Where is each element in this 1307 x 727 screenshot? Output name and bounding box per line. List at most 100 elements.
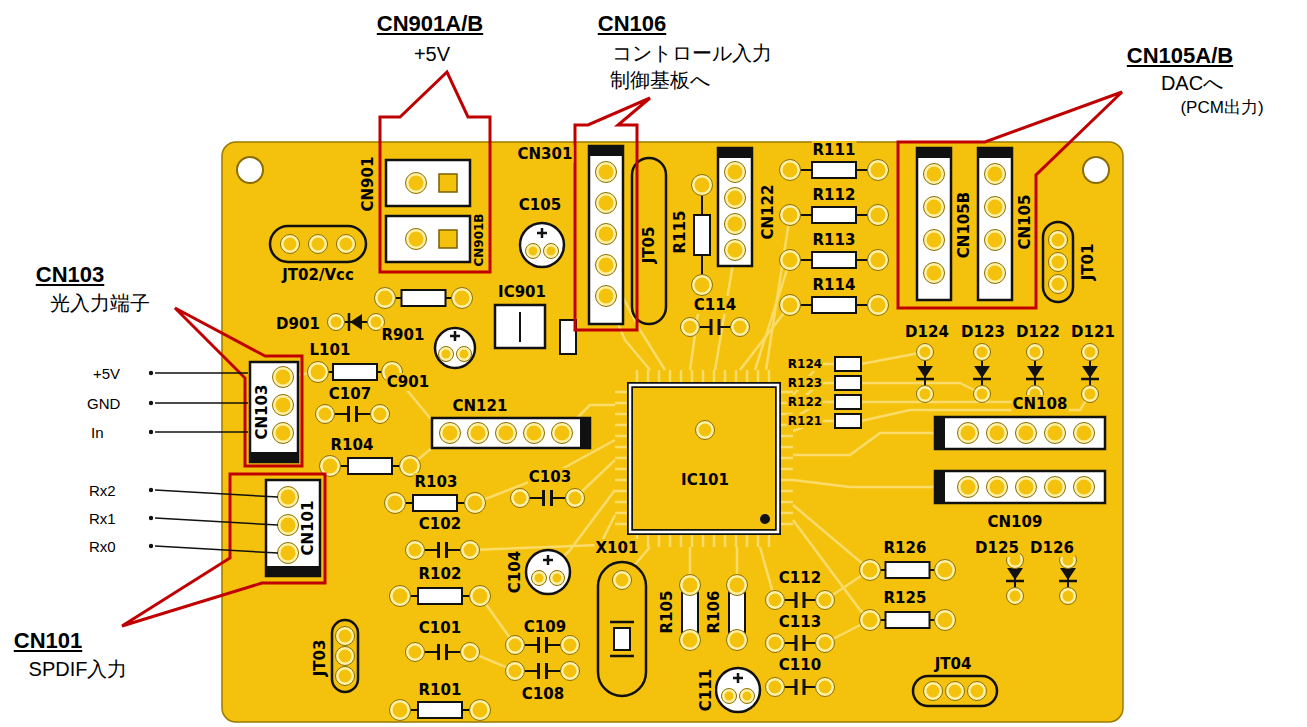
solder-pad-rim — [917, 344, 934, 361]
solder-pad-rim — [924, 230, 945, 251]
solder-pad — [1046, 424, 1064, 442]
solder-pad — [391, 587, 409, 605]
solder-pad-rim — [596, 255, 617, 276]
leader-line — [155, 518, 278, 525]
mounting-hole — [1083, 157, 1109, 183]
diode-bar — [1081, 378, 1099, 381]
solder-pad — [728, 576, 746, 594]
resistor-body — [418, 702, 462, 718]
solder-pad-rim — [470, 700, 491, 721]
copper-trace — [470, 515, 615, 550]
solder-pad — [918, 345, 932, 359]
solder-pad — [407, 230, 425, 248]
solder-pad-rim — [985, 263, 1006, 284]
solder-pad — [279, 516, 297, 534]
solder-pad — [507, 637, 523, 653]
solder-pad — [947, 683, 963, 699]
pin1-marker — [718, 148, 752, 158]
ic-outline — [630, 385, 778, 532]
smd-resistor — [835, 376, 861, 390]
solder-pad — [986, 198, 1004, 216]
part-label: C114 — [693, 296, 737, 314]
capacitor-plate — [545, 663, 548, 679]
connector-outline — [386, 216, 470, 262]
solder-pad-rim — [461, 643, 480, 662]
connector-outline — [935, 417, 1105, 449]
solder-pad — [466, 494, 484, 512]
diode-bar — [973, 378, 991, 381]
solder-pad — [407, 542, 423, 558]
solder-pad — [1008, 589, 1022, 603]
solder-pad-rim — [860, 560, 881, 581]
part-label: R125 — [883, 589, 928, 607]
capacitor-plate — [550, 490, 553, 506]
resistor-body — [812, 297, 856, 313]
copper-trace — [861, 352, 925, 364]
leader-line — [155, 490, 278, 497]
part-label: R113 — [812, 231, 857, 249]
connector-outline — [266, 480, 320, 576]
solder-pad — [767, 679, 783, 695]
solder-pad — [869, 161, 887, 179]
solder-pad-rim — [727, 575, 748, 596]
solder-pad-rim — [692, 175, 713, 196]
connector-outline — [386, 160, 470, 206]
solder-pad-rim — [281, 235, 300, 254]
part-label: JT03 — [311, 639, 329, 678]
solder-pad — [925, 264, 943, 282]
solder-pad-rim — [725, 240, 746, 261]
pin-name: Rx0 — [88, 538, 117, 555]
solder-pad — [1028, 345, 1042, 359]
callout-title: CN901A/B — [377, 11, 483, 37]
part-label: R122 — [787, 395, 823, 409]
solder-pad-rim — [731, 318, 750, 337]
solder-pad — [959, 424, 977, 442]
solder-pad-rim — [273, 395, 294, 416]
solder-pad — [372, 406, 388, 422]
solder-pad — [471, 701, 489, 719]
polarity-mark — [450, 331, 460, 341]
solder-pad — [527, 245, 539, 257]
solder-pad — [936, 611, 954, 629]
solder-pad — [376, 289, 394, 307]
solder-pad-rim — [985, 197, 1006, 218]
solder-pad — [453, 289, 471, 307]
diode-bar — [916, 378, 934, 381]
diode-symbol — [1007, 568, 1023, 580]
solder-pad-rim — [766, 678, 785, 697]
solder-pad — [310, 236, 326, 252]
part-label: JT02/Vcc — [281, 266, 355, 284]
solder-pad — [681, 576, 699, 594]
solder-pad-rim — [987, 423, 1008, 444]
solder-pad-rim — [390, 700, 411, 721]
pin1-marker — [935, 471, 945, 503]
solder-pad — [597, 287, 615, 305]
capacitor-plate — [445, 644, 448, 660]
resistor-body — [418, 588, 462, 604]
solder-pad — [817, 679, 833, 695]
part-label: CN103 — [253, 384, 271, 441]
part-label: JT01 — [1079, 243, 1097, 282]
mounting-hole — [237, 157, 263, 183]
electrolytic-capacitor — [520, 223, 564, 267]
solder-pad — [681, 631, 699, 649]
solder-pad-rim — [681, 318, 700, 337]
solder-pad-rim — [1045, 423, 1066, 444]
solder-pad-rim — [561, 636, 580, 655]
solder-pad-rim — [692, 275, 713, 296]
polarity-mark — [733, 673, 743, 683]
solder-pad-rim — [780, 295, 801, 316]
solder-pad-rim — [816, 678, 835, 697]
solder-pad — [925, 165, 943, 183]
pin1-marker — [917, 148, 951, 158]
solder-pad — [726, 241, 744, 259]
solder-pad — [726, 215, 744, 233]
callout-note: DACへ — [1161, 70, 1223, 97]
pin1-marker — [935, 417, 945, 449]
part-label: C108 — [521, 685, 565, 703]
solder-pad-rim — [506, 662, 525, 681]
solder-pad-rim — [946, 682, 965, 701]
connector-outline — [432, 418, 590, 448]
solder-pad-rim — [406, 541, 425, 560]
